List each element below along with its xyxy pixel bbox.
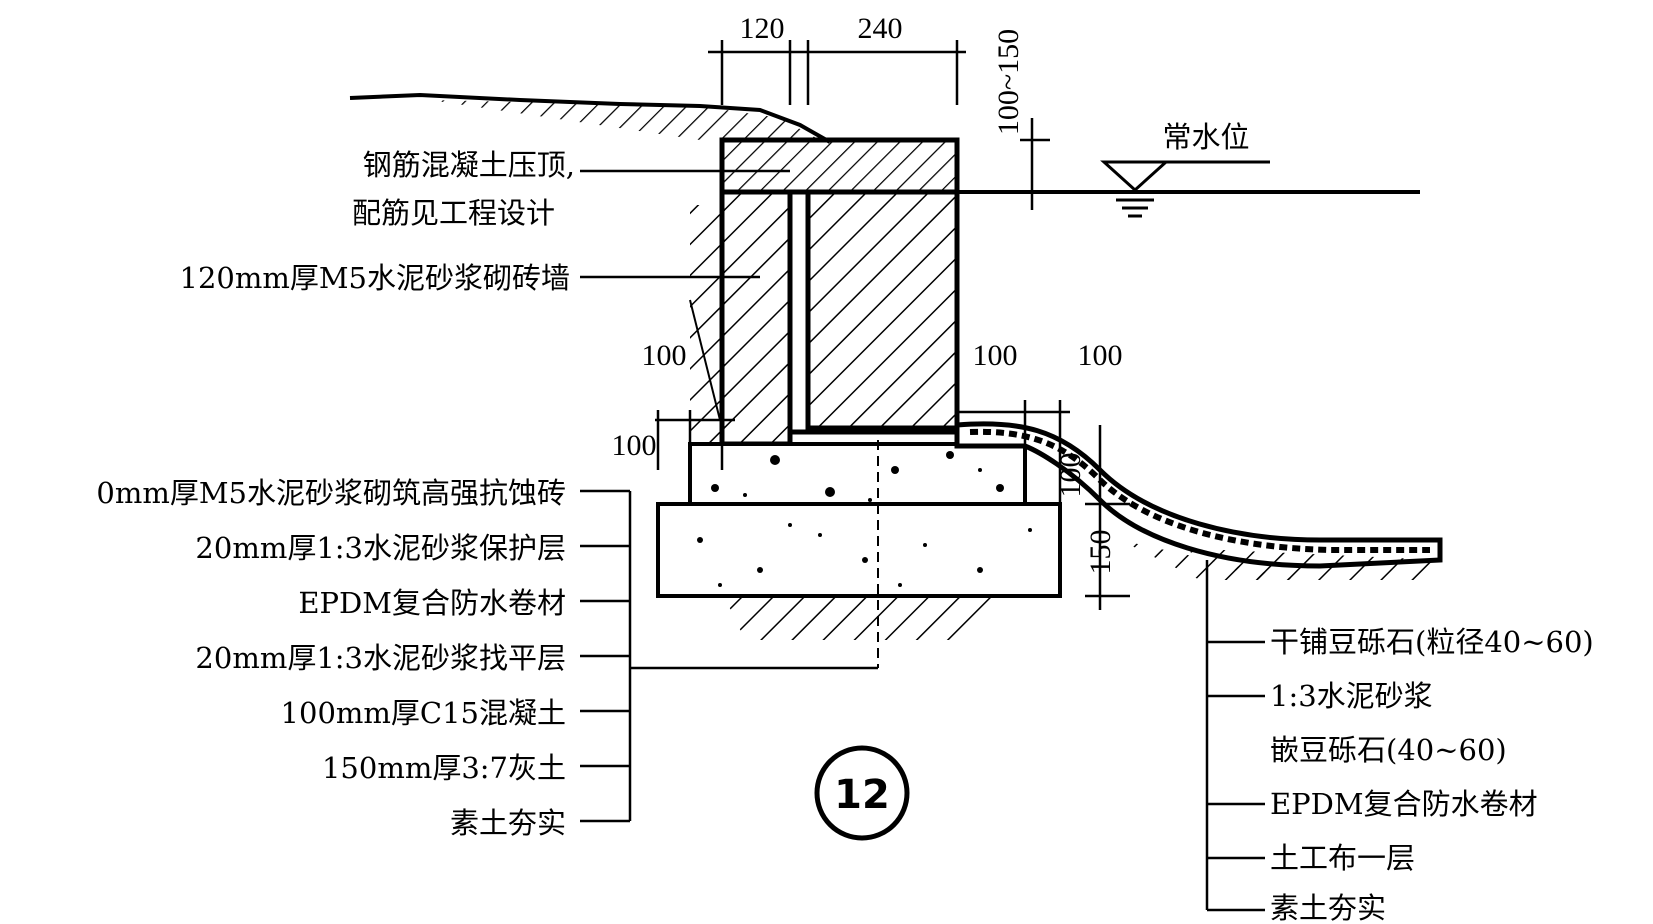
left-layer-5: 100mm厚C15混凝土 bbox=[281, 696, 566, 730]
right-layer-3: 嵌豆砾石(40~60) bbox=[1270, 733, 1507, 767]
label-cap-line1: 钢筋混凝土压顶, bbox=[363, 148, 575, 182]
detail-number-bubble: 12 bbox=[814, 745, 910, 841]
right-layer-6: 素土夯实 bbox=[1270, 891, 1386, 924]
left-layer-1: 0mm厚M5水泥砂浆砌筑高强抗蚀砖 bbox=[96, 476, 566, 510]
detail-number: 12 bbox=[834, 772, 890, 818]
label-brick-wall: 120mm厚M5水泥砂浆砌砖墙 bbox=[180, 261, 571, 295]
left-layer-6: 150mm厚3:7灰土 bbox=[322, 751, 566, 785]
left-leaders bbox=[580, 169, 878, 823]
water-level-line bbox=[722, 160, 1420, 218]
right-layer-2: 1:3水泥砂浆 bbox=[1270, 679, 1433, 713]
dim-right-offset-b: 100 bbox=[1078, 339, 1123, 372]
left-earth bbox=[349, 92, 831, 445]
dimension-lines bbox=[655, 40, 1130, 610]
right-layer-4: EPDM复合防水卷材 bbox=[1270, 787, 1538, 821]
water-level-label: 常水位 bbox=[1162, 120, 1249, 154]
right-layer-1: 干铺豆砾石(粒径40~60) bbox=[1270, 625, 1594, 659]
dim-cap-above-water: 100~150 bbox=[992, 29, 1025, 135]
dim-base-left: 100 bbox=[612, 429, 657, 462]
left-layer-7: 素土夯实 bbox=[450, 806, 566, 840]
dim-right-offset-a: 100 bbox=[973, 339, 1018, 372]
left-layer-2: 20mm厚1:3水泥砂浆保护层 bbox=[195, 531, 566, 565]
brick-wall-right bbox=[787, 189, 960, 444]
concrete-base-upper bbox=[688, 442, 1027, 506]
brick-wall-left bbox=[719, 189, 793, 447]
rc-coping bbox=[719, 137, 960, 195]
left-layer-4: 20mm厚1:3水泥砂浆找平层 bbox=[195, 641, 566, 675]
dim-top-cap: 240 bbox=[858, 12, 903, 45]
left-layer-3: EPDM复合防水卷材 bbox=[298, 586, 566, 620]
concrete-base-lower bbox=[656, 440, 1062, 668]
right-layer-5: 土工布一层 bbox=[1270, 841, 1415, 875]
label-cap-line2: 配筋见工程设计 bbox=[352, 196, 555, 230]
dim-base-right: 100 bbox=[1054, 453, 1087, 498]
dim-left-offset: 100 bbox=[642, 339, 687, 372]
compacted-soil bbox=[725, 598, 1000, 640]
dim-gravel-bed: 150 bbox=[1084, 530, 1117, 575]
dim-top-brick: 120 bbox=[740, 12, 785, 45]
right-leaders bbox=[1205, 560, 1265, 912]
